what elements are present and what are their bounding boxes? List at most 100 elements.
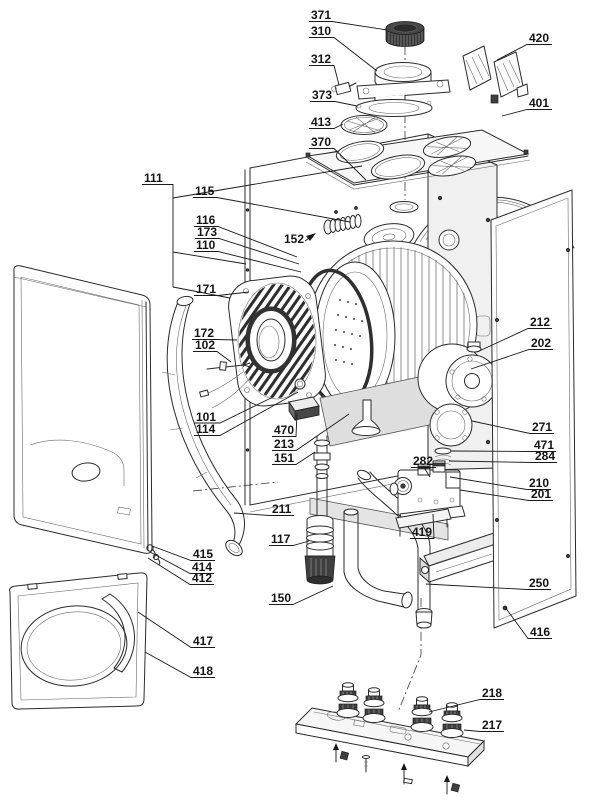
part-label-419: 419 — [412, 525, 432, 539]
leader-371 — [309, 21, 388, 31]
part-channel-250 — [419, 532, 500, 584]
leader-414 — [149, 551, 214, 574]
part-grille-413 — [340, 115, 388, 135]
part-label-171: 171 — [196, 282, 216, 296]
leader-412 — [147, 557, 214, 585]
leader-lines — [137, 21, 557, 732]
leader-211 — [233, 512, 294, 516]
leader-115 — [193, 197, 351, 223]
part-label-151: 151 — [274, 451, 294, 465]
part-label-116: 116 — [196, 213, 216, 227]
leader-114 — [194, 391, 299, 436]
part-duct-211 — [161, 295, 245, 557]
leader-470 — [272, 412, 298, 437]
part-gasket-373 — [355, 99, 433, 117]
part-pipe-151 — [313, 435, 331, 531]
part-pump-202 — [417, 341, 499, 413]
part-pipe-150 — [343, 508, 413, 609]
leader-102 — [193, 351, 232, 363]
leader-416 — [504, 606, 552, 639]
part-brackets-420 — [462, 45, 529, 98]
leader-271 — [471, 420, 554, 434]
part-label-114: 114 — [196, 422, 216, 436]
leader-218 — [428, 699, 504, 713]
part-flange-271 — [429, 403, 473, 447]
part-label-212: 212 — [530, 315, 550, 329]
part-side-panel-416 — [490, 189, 577, 629]
part-label-312: 312 — [311, 52, 331, 66]
part-label-412: 412 — [192, 571, 212, 585]
part-electrode-102 — [206, 361, 251, 371]
part-label-470: 470 — [274, 423, 294, 437]
part-label-271: 271 — [532, 420, 552, 434]
part-label-250: 250 — [529, 576, 549, 590]
leader-373 — [310, 101, 358, 107]
part-label-282: 282 — [413, 454, 433, 468]
burner-dot-grid — [334, 299, 365, 365]
leader-116 — [194, 226, 298, 258]
part-label-284: 284 — [535, 449, 555, 463]
manifold-connector — [410, 696, 434, 732]
leader-312 — [309, 65, 340, 86]
part-label-110: 110 — [196, 238, 216, 252]
leader-212 — [476, 328, 552, 353]
leader-110 — [194, 251, 302, 273]
manifold-connector — [362, 687, 386, 723]
part-label-373: 373 — [312, 88, 332, 102]
part-label-420: 420 — [529, 31, 549, 45]
leader-417 — [137, 611, 215, 648]
part-label-102: 102 — [195, 338, 215, 352]
leader-150 — [269, 585, 334, 605]
part-bottom-panel-418 — [9, 572, 148, 710]
leader-151 — [272, 451, 316, 465]
part-label-152: 152 — [284, 232, 304, 246]
part-label-370: 370 — [311, 135, 331, 149]
part-flue-cap-371 — [385, 21, 425, 47]
leader-284 — [448, 460, 557, 463]
part-label-111: 111 — [144, 171, 163, 185]
leader-420 — [496, 44, 552, 61]
part-burner-door-171 — [228, 275, 326, 407]
part-trim-417 — [101, 593, 135, 673]
part-label-417: 417 — [193, 634, 213, 648]
part-label-310: 310 — [311, 24, 331, 38]
part-label-415: 415 — [193, 547, 213, 561]
leader-202 — [470, 349, 553, 370]
leader-415 — [151, 545, 215, 561]
leader-282 — [411, 467, 436, 478]
part-top-panel-370 — [305, 129, 531, 190]
part-front-panel — [13, 265, 153, 554]
part-siphon-117 — [304, 515, 336, 585]
leader-213 — [272, 413, 350, 451]
leader-471 — [450, 450, 556, 452]
part-label-401: 401 — [529, 96, 549, 110]
part-label-418: 418 — [193, 664, 213, 678]
leader-173 — [195, 238, 300, 265]
part-bracket-419 — [395, 508, 452, 537]
part-label-172: 172 — [194, 326, 214, 340]
leader-310 — [309, 37, 378, 72]
part-clip-312 — [331, 81, 357, 96]
ignition-cables-101-114 — [199, 371, 251, 409]
part-label-173: 173 — [197, 225, 217, 239]
leader-117 — [269, 540, 310, 546]
leader-101 — [194, 396, 274, 424]
assembly-screws — [333, 743, 461, 795]
part-label-117: 117 — [271, 532, 291, 546]
leader-217 — [463, 729, 504, 732]
part-label-414: 414 — [192, 560, 212, 574]
part-label-101: 101 — [196, 410, 216, 424]
part-label-217: 217 — [482, 718, 502, 732]
part-manifold-assembly — [294, 682, 486, 795]
manifold-connector — [336, 682, 360, 718]
part-label-218: 218 — [482, 686, 502, 700]
part-label-202: 202 — [531, 336, 551, 350]
leader-370 — [309, 148, 367, 181]
part-label-210: 210 — [529, 476, 549, 490]
part-label-371: 371 — [311, 8, 331, 22]
part-funnel-213 — [351, 399, 381, 436]
leader-401 — [501, 109, 552, 117]
part-label-201: 201 — [531, 487, 551, 501]
